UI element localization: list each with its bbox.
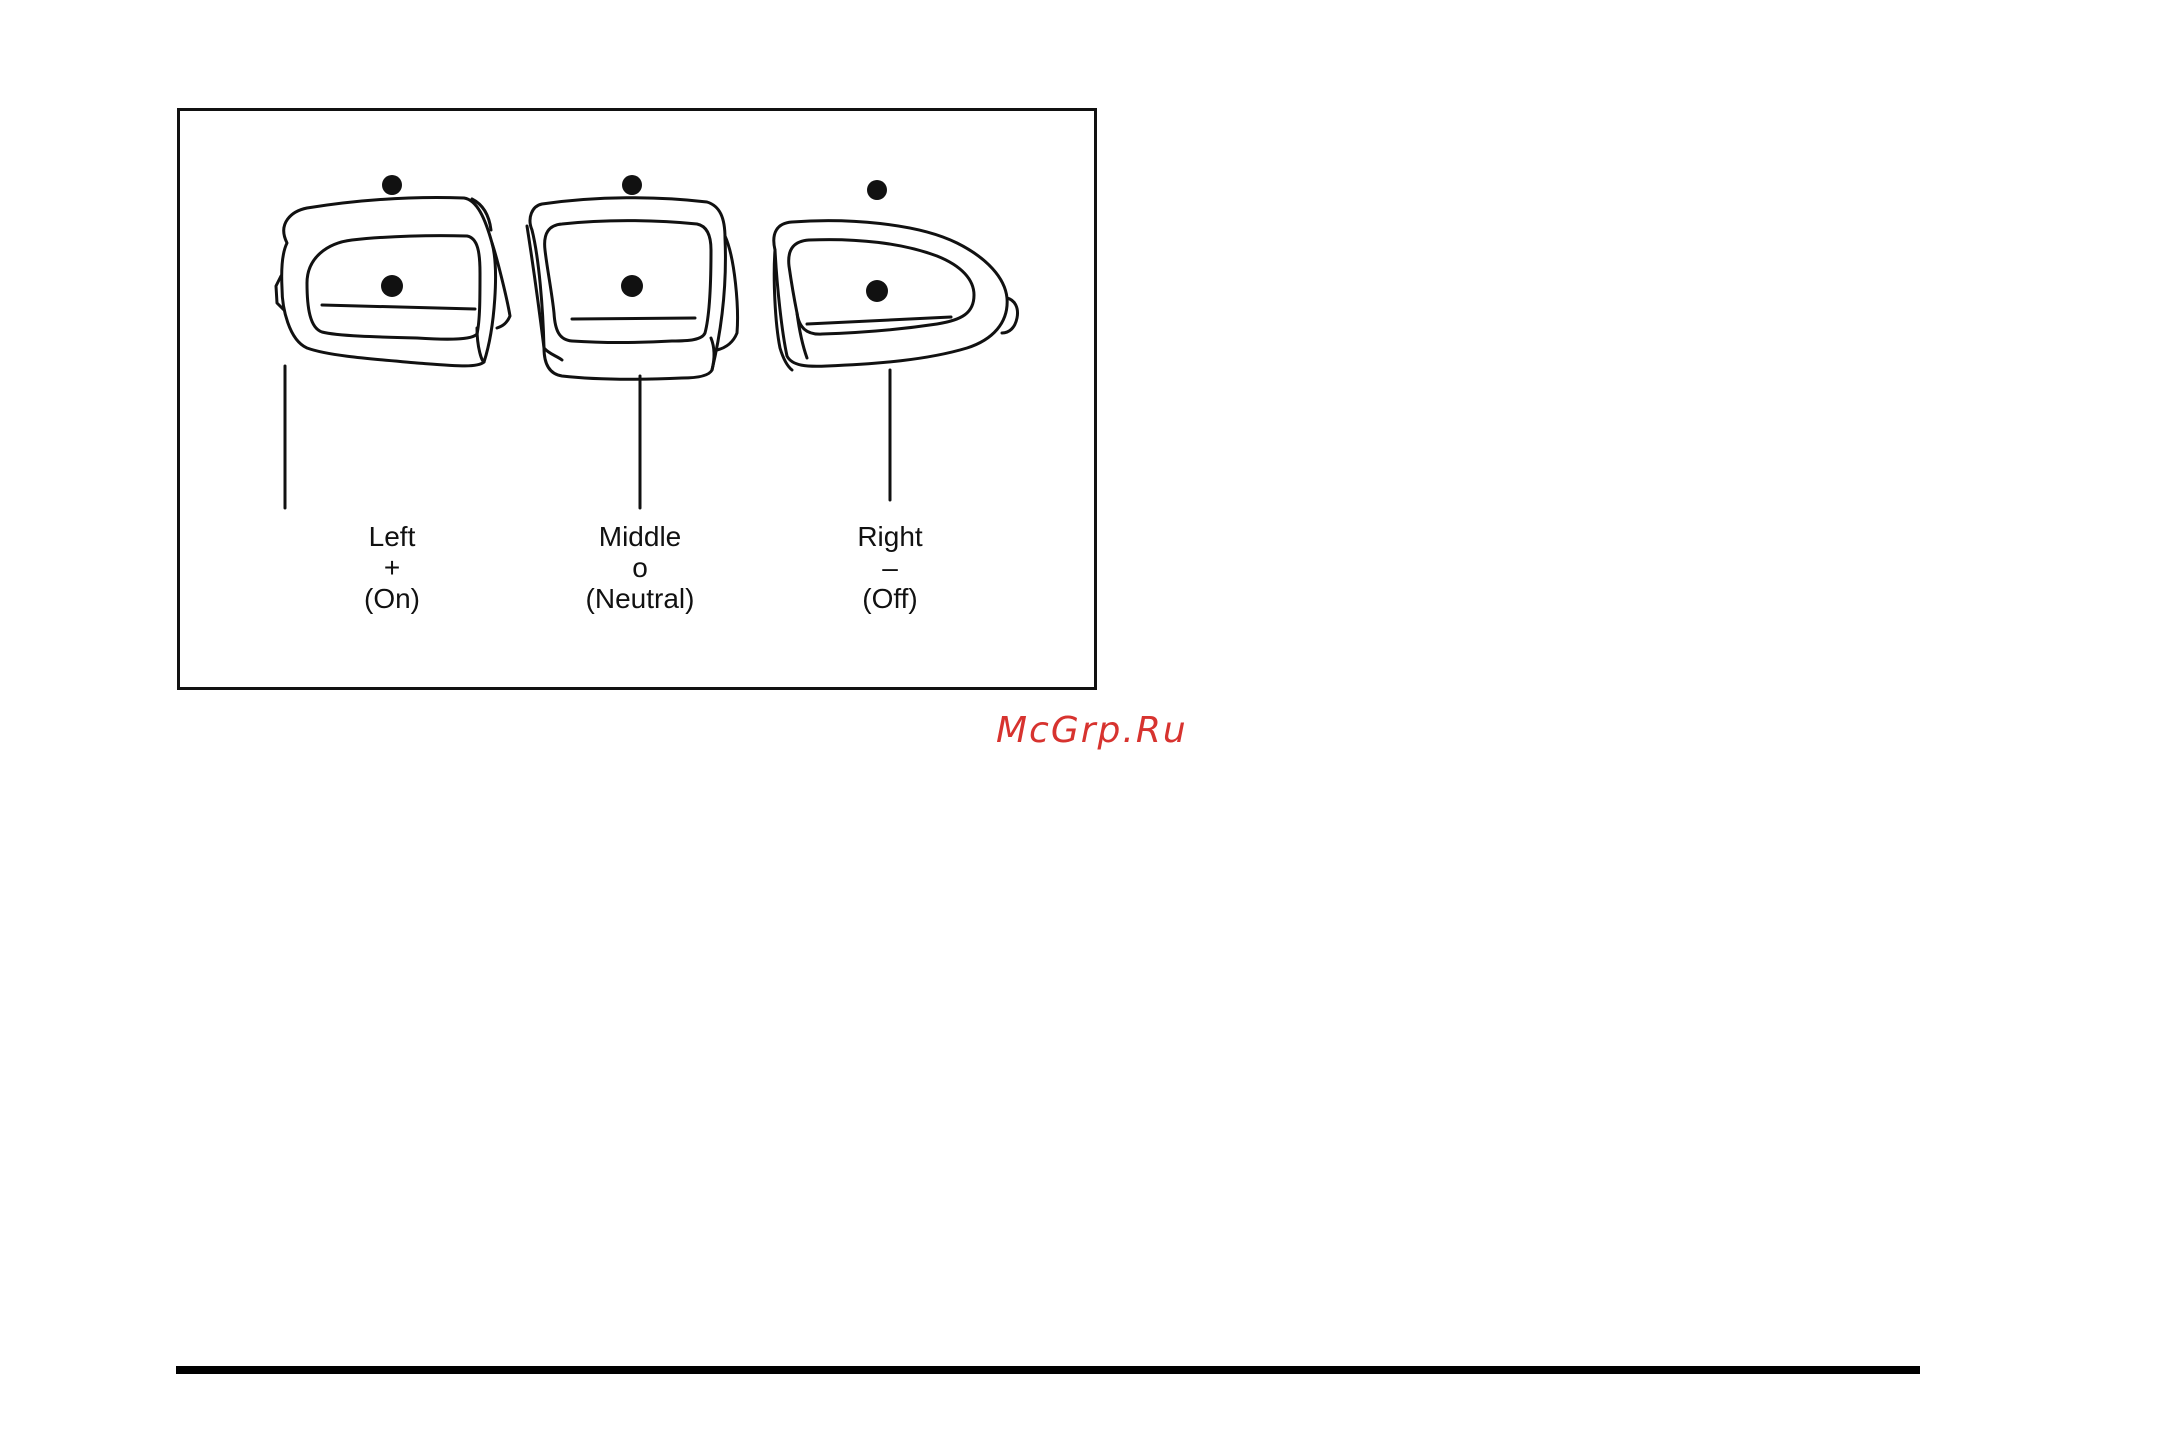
right-indicator-dot <box>867 180 887 200</box>
middle-button-state: (Neutral) <box>530 583 750 614</box>
footer-rule <box>176 1366 1920 1374</box>
middle-button-dot <box>621 275 643 297</box>
left-button-state: (On) <box>282 583 502 614</box>
middle-indicator-dot <box>622 175 642 195</box>
left-indicator-dot <box>382 175 402 195</box>
left-button-dot <box>381 275 403 297</box>
right-button-shape <box>774 221 1018 370</box>
middle-button-symbol: o <box>530 552 750 583</box>
left-button-label: Left + (On) <box>282 521 502 614</box>
right-button-symbol: – <box>780 552 1000 583</box>
left-button-symbol: + <box>282 552 502 583</box>
right-button-state: (Off) <box>780 583 1000 614</box>
right-button-name: Right <box>780 521 1000 552</box>
watermark: McGrp.Ru <box>996 710 1188 751</box>
left-button-name: Left <box>282 521 502 552</box>
middle-button-name: Middle <box>530 521 750 552</box>
right-button-label: Right – (Off) <box>780 521 1000 614</box>
middle-button-label: Middle o (Neutral) <box>530 521 750 614</box>
right-button-dot <box>866 280 888 302</box>
